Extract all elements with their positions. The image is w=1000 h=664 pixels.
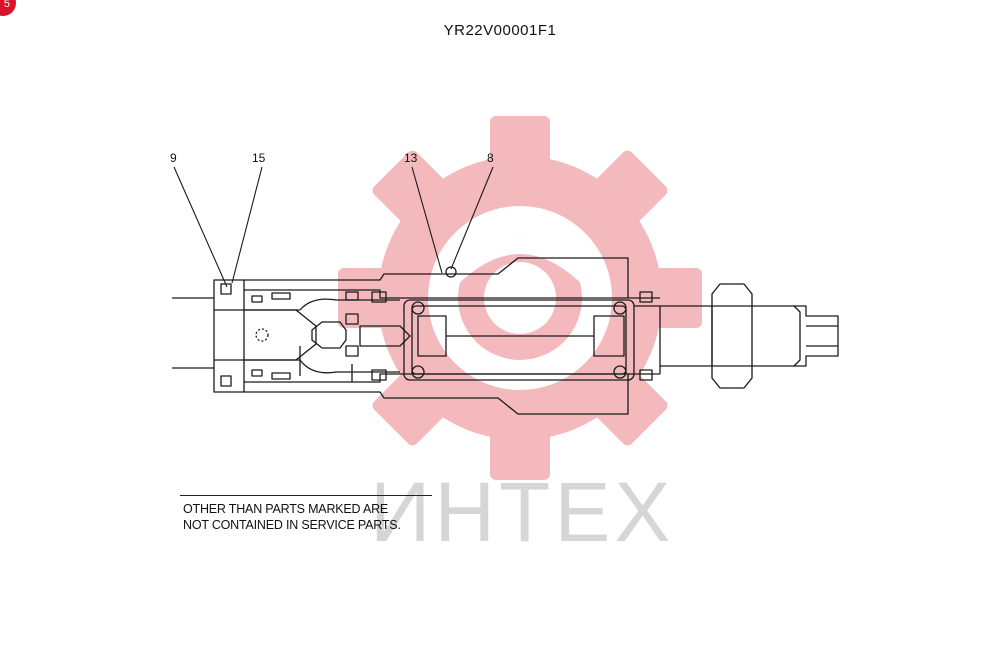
- note-line-2: NOT CONTAINED IN SERVICE PARTS.: [183, 518, 401, 532]
- callout-9: 9: [170, 151, 177, 165]
- callout-8: 8: [487, 151, 494, 165]
- callout-13: 13: [404, 151, 418, 165]
- note-line-1: OTHER THAN PARTS MARKED ARE: [183, 502, 389, 516]
- callout-15: 15: [252, 151, 266, 165]
- watermark-text: ИНТЕХ: [370, 465, 675, 559]
- note-divider: [180, 495, 432, 496]
- page-title: YR22V00001F1: [443, 22, 557, 39]
- corner-badge: 5: [0, 0, 16, 16]
